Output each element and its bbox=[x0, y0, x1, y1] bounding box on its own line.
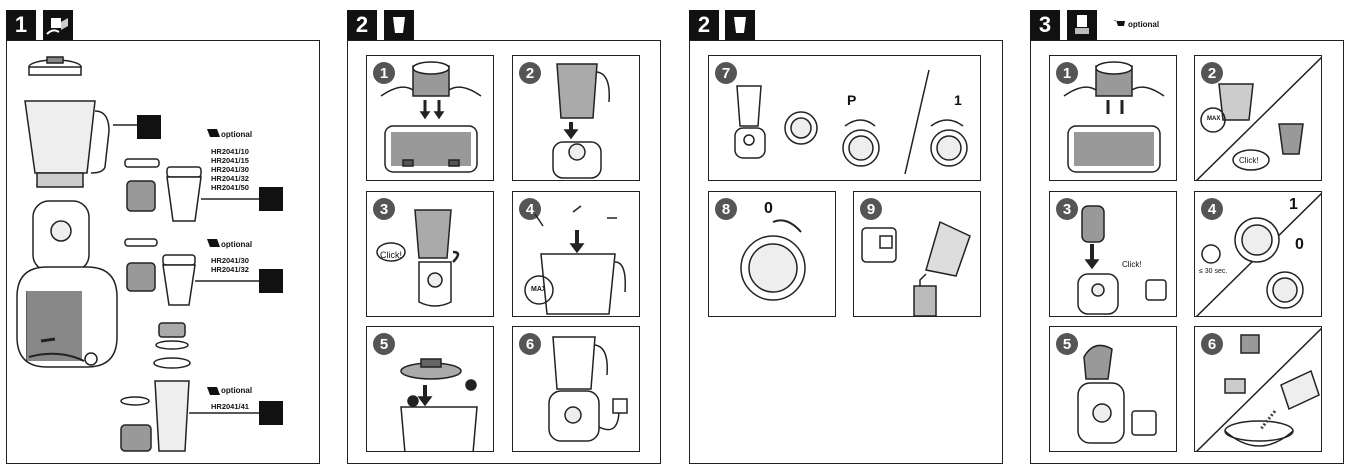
step-number: 9 bbox=[860, 198, 882, 220]
step-number: 1 bbox=[1056, 62, 1078, 84]
optional-label: optional bbox=[1128, 20, 1160, 29]
step-card: 5 bbox=[366, 326, 494, 452]
cart-icon bbox=[1113, 19, 1125, 29]
step-card: 8 0 bbox=[708, 191, 836, 317]
step-card: 1 bbox=[366, 55, 494, 181]
speed-zero-label: 0 bbox=[764, 200, 773, 217]
step-card: 5 bbox=[1049, 326, 1177, 452]
step-illustration bbox=[740, 219, 806, 301]
step-card: 1 bbox=[1049, 55, 1177, 181]
step-illustration bbox=[1195, 327, 1321, 451]
section-number: 1 bbox=[6, 10, 36, 40]
speed-zero-label: 0 bbox=[1295, 236, 1304, 253]
blender-parts-illustration bbox=[16, 56, 283, 452]
step-number: 4 bbox=[1201, 198, 1223, 220]
step-illustration bbox=[380, 61, 482, 173]
step-illustration bbox=[861, 220, 971, 316]
step-illustration bbox=[1195, 56, 1321, 180]
speed-one-label: 1 bbox=[1289, 196, 1298, 213]
section-number: 3 bbox=[1030, 10, 1060, 40]
step-number: 6 bbox=[1201, 333, 1223, 355]
step-illustration bbox=[552, 63, 610, 179]
optional-label: optional bbox=[221, 130, 253, 139]
package-icon bbox=[43, 10, 73, 40]
step-card: 6 bbox=[512, 326, 640, 452]
step-illustration bbox=[524, 205, 627, 315]
step-number: 1 bbox=[373, 62, 395, 84]
optional-label: optional bbox=[221, 386, 253, 395]
step-card: 6 bbox=[1194, 326, 1322, 452]
max-label: MAX bbox=[531, 286, 547, 293]
step-card: 3 Click! bbox=[1049, 191, 1177, 317]
mill-icon bbox=[1067, 10, 1097, 40]
step-number: 5 bbox=[373, 333, 395, 355]
click-label: Click! bbox=[1239, 156, 1259, 165]
step-card: 4 1 0 ≤ 30 sec. bbox=[1194, 191, 1322, 317]
step-number: 3 bbox=[373, 198, 395, 220]
step-illustration bbox=[400, 358, 478, 451]
jar-icon bbox=[384, 10, 414, 40]
pulse-label: P bbox=[847, 92, 857, 108]
step-illustration bbox=[734, 69, 968, 175]
step-card: 4 MAX bbox=[512, 191, 640, 317]
section-number: 2 bbox=[689, 10, 719, 40]
step-illustration bbox=[548, 336, 628, 442]
section-number: 2 bbox=[347, 10, 377, 40]
optional-label: optional bbox=[221, 240, 253, 249]
step-number: 5 bbox=[1056, 333, 1078, 355]
max-label: MAX bbox=[1207, 116, 1221, 122]
step-illustration bbox=[1195, 192, 1321, 316]
step-number: 6 bbox=[519, 333, 541, 355]
step-card: 3 Click! bbox=[366, 191, 494, 317]
step-card: 7 P 1 bbox=[708, 55, 981, 181]
step-number: 3 bbox=[1056, 198, 1078, 220]
step-number: 2 bbox=[519, 62, 541, 84]
speed-one-label: 1 bbox=[954, 92, 962, 108]
step-number: 7 bbox=[715, 62, 737, 84]
step-illustration bbox=[1077, 344, 1157, 444]
step-card: 9 bbox=[853, 191, 981, 317]
step-number: 2 bbox=[1201, 62, 1223, 84]
step-illustration bbox=[1077, 205, 1167, 315]
step-illustration bbox=[1063, 61, 1165, 173]
jar-icon bbox=[725, 10, 755, 40]
step-card: 2 MAX Click! bbox=[1194, 55, 1322, 181]
model-list: HR2041/41 bbox=[211, 402, 249, 411]
step-card: 2 bbox=[512, 55, 640, 181]
step-illustration bbox=[376, 209, 460, 307]
step-number: 8 bbox=[715, 198, 737, 220]
click-label: Click! bbox=[380, 250, 402, 260]
click-label: Click! bbox=[1122, 260, 1142, 269]
time-label: ≤ 30 sec. bbox=[1199, 268, 1228, 275]
